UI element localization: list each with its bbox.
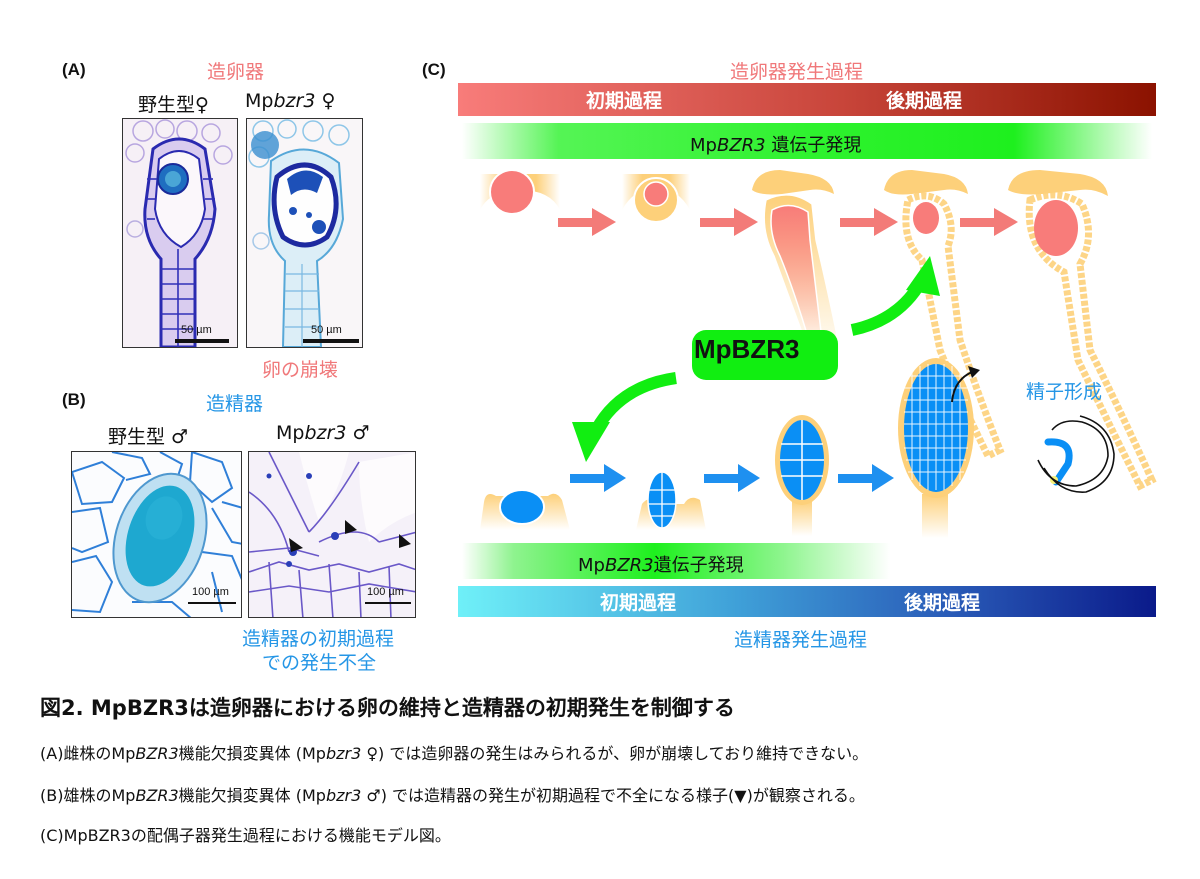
caption-italic: bzr3 bbox=[325, 786, 362, 805]
panel-a-mutant-label: Mpbzr3 ♀ bbox=[245, 90, 335, 112]
micrograph-b-wildtype: 100 µm bbox=[71, 451, 242, 618]
female-symbol-icon: ♀ bbox=[195, 94, 209, 116]
label-text: Mp bbox=[276, 422, 305, 444]
label-text: 野生型 bbox=[138, 94, 196, 116]
caption-text: (B)雄株のMp bbox=[40, 786, 136, 805]
scale-label: 50 µm bbox=[311, 324, 342, 336]
blue-arrow bbox=[570, 464, 626, 492]
antheridium-early-stage: 初期過程 bbox=[600, 592, 677, 614]
antheridium-process-title: 造精器発生過程 bbox=[734, 629, 868, 651]
panel-a-label: (A) bbox=[62, 60, 86, 79]
antheridium-expression-band bbox=[462, 543, 890, 579]
archegonium-early-stage: 初期過程 bbox=[586, 90, 663, 112]
archegonium-mutant-image bbox=[247, 119, 362, 347]
antheridium-stage-4 bbox=[898, 358, 980, 538]
caption-text: 機能欠損変異体 (Mp bbox=[178, 744, 326, 763]
caption-italic: BZR3 bbox=[135, 744, 179, 763]
gene-italic: BZR3 bbox=[716, 135, 766, 156]
antheridium-stage-3 bbox=[775, 415, 829, 536]
panel-b-wildtype-label: 野生型 ♂ bbox=[108, 422, 188, 449]
red-arrow bbox=[960, 208, 1018, 236]
scale-bar bbox=[175, 339, 229, 343]
spermatogenesis-label: 精子形成 bbox=[1026, 381, 1103, 403]
panel-b-mutant-label: Mpbzr3 ♂ bbox=[276, 422, 369, 444]
mpbzr3-box bbox=[692, 330, 838, 380]
caption-text: ♀) では造卵器の発生はみられるが、卵が崩壊しており維持できない。 bbox=[361, 744, 869, 763]
gene-italic: BZR3 bbox=[604, 555, 654, 576]
gene-italic: bzr3 bbox=[304, 422, 347, 444]
mpbzr3-label: MpBZR3 bbox=[694, 334, 800, 364]
caption-line-c: (C)MpBZR3の配偶子器発生過程における機能モデル図。 bbox=[40, 826, 451, 845]
spermatozoid-icon bbox=[1037, 415, 1115, 493]
label-text: 遺伝子発現 bbox=[765, 135, 862, 156]
gene-italic: bzr3 bbox=[273, 90, 316, 112]
scale-label: 100 µm bbox=[367, 586, 404, 598]
caption-text: (A)雌株のMp bbox=[40, 744, 136, 763]
caption-text: 機能欠損変異体 (Mp bbox=[178, 786, 326, 805]
antheridium-late-stage: 後期過程 bbox=[904, 592, 981, 614]
panel-c-label: (C) bbox=[422, 60, 446, 79]
blue-arrow bbox=[704, 464, 760, 492]
archegonium-late-stage: 後期過程 bbox=[886, 90, 963, 112]
blue-arrow bbox=[838, 464, 894, 492]
archegonium-process-title: 造卵器発生過程 bbox=[730, 61, 864, 83]
development-model-diagram bbox=[480, 169, 1157, 538]
caption-line-b: (B)雄株のMpBZR3機能欠損変異体 (Mpbzr3 ♂) では造精器の発生が… bbox=[40, 782, 865, 806]
label-text: Mp bbox=[245, 90, 274, 112]
panel-b-label: (B) bbox=[62, 390, 86, 409]
antheridium-wildtype-image bbox=[72, 452, 241, 617]
micrograph-a-wildtype: 50 µm bbox=[122, 118, 238, 348]
archegonium-expression-label: MpBZR3 遺伝子発現 bbox=[690, 131, 861, 157]
scale-bar bbox=[303, 339, 359, 343]
antheridium-stage-2 bbox=[636, 471, 706, 530]
scale-bar bbox=[365, 602, 411, 604]
green-arrow-to-archegonium bbox=[850, 256, 940, 336]
antheridium-mutant-image bbox=[249, 452, 415, 617]
figure-caption-title: 図2. MpBZR3は造卵器における卵の維持と造精器の初期発生を制御する bbox=[40, 696, 735, 720]
antheridium-stage-1 bbox=[480, 489, 570, 530]
caption-line-a: (A)雌株のMpBZR3機能欠損変異体 (Mpbzr3 ♀) では造卵器の発生は… bbox=[40, 740, 868, 764]
archegonium-stage-1 bbox=[480, 169, 560, 215]
panel-b-note-line1: 造精器の初期過程 bbox=[242, 628, 395, 650]
green-arrow-to-antheridium bbox=[572, 372, 677, 462]
caption-italic: BZR3 bbox=[135, 786, 179, 805]
red-arrow bbox=[840, 208, 898, 236]
archegonium-wildtype-image bbox=[123, 119, 237, 347]
scale-label: 100 µm bbox=[192, 586, 229, 598]
panel-b-title: 造精器 bbox=[206, 393, 264, 415]
archegonium-stage-5 bbox=[1008, 170, 1157, 491]
label-text: 野生型 bbox=[108, 426, 172, 448]
label-text: 遺伝子発現 bbox=[653, 555, 744, 576]
archegonium-stage-3 bbox=[752, 170, 841, 361]
panel-a-wildtype-label: 野生型♀ bbox=[138, 90, 209, 117]
caption-text: ♂) では造精器の発生が初期過程で不全になる様子(▼)が観察される。 bbox=[361, 786, 865, 805]
archegonium-stage-4 bbox=[884, 170, 1005, 461]
label-text: Mp bbox=[690, 135, 717, 156]
female-symbol-icon: ♀ bbox=[315, 90, 336, 112]
scale-label: 50 µm bbox=[181, 324, 212, 336]
male-symbol-icon: ♂ bbox=[171, 426, 189, 448]
antheridium-expression-label: MpBZR3遺伝子発現 bbox=[578, 551, 744, 577]
archegonium-stage-2 bbox=[622, 174, 690, 223]
micrograph-b-mutant: 100 µm bbox=[248, 451, 416, 618]
caption-italic: bzr3 bbox=[325, 744, 362, 763]
male-symbol-icon: ♂ bbox=[346, 422, 370, 444]
red-arrow bbox=[700, 208, 758, 236]
archegonium-stage-bar: 初期過程 後期過程 bbox=[458, 83, 1156, 116]
red-arrow bbox=[558, 208, 616, 236]
panel-b-note-line2: での発生不全 bbox=[262, 652, 377, 674]
antheridium-stage-bar: 初期過程 後期過程 bbox=[458, 586, 1156, 617]
panel-a-note: 卵の崩壊 bbox=[262, 359, 339, 381]
micrograph-a-mutant: 50 µm bbox=[246, 118, 363, 348]
panel-a-title: 造卵器 bbox=[207, 61, 265, 83]
archegonium-expression-band bbox=[462, 123, 1152, 159]
scale-bar bbox=[188, 602, 236, 604]
label-text: Mp bbox=[578, 555, 605, 576]
